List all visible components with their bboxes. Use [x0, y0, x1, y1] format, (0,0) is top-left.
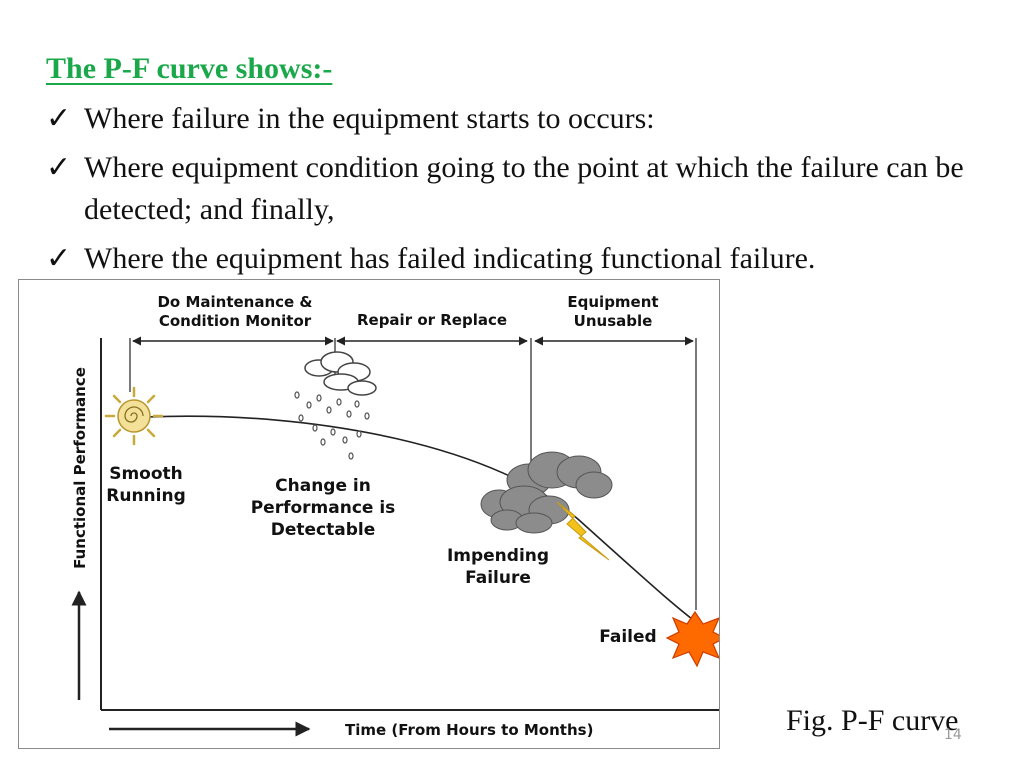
phase-label: Unusable [574, 312, 653, 330]
lightning-icon [556, 501, 610, 561]
rain-cloud-icon [294, 351, 377, 460]
sun-icon [104, 386, 164, 446]
phase-label: Equipment [567, 293, 658, 311]
storm-cloud-icon [480, 451, 613, 561]
bullet-text: Where the equipment has failed indicatin… [84, 242, 816, 275]
check-icon: ✓ [46, 242, 72, 275]
stage-label: Performance is [251, 498, 396, 518]
figure-caption: Fig. P-F curve [786, 704, 959, 737]
pf-curve-line [146, 415, 710, 633]
phase-label: Do Maintenance & [157, 293, 312, 311]
explosion-icon [665, 610, 719, 668]
bullet-item: ✓ Where the equipment has failed indicat… [46, 238, 1006, 280]
stage-label: Smooth [109, 464, 183, 484]
check-icon: ✓ [46, 102, 72, 135]
bullet-item: ✓ Where equipment condition going to the… [46, 147, 1006, 231]
stage-label: Change in [275, 476, 371, 496]
bullet-text: Where failure in the equipment starts to… [84, 102, 655, 135]
page-number: 14 [944, 727, 962, 743]
stage-label: Running [106, 486, 186, 506]
phase-label: Condition Monitor [159, 312, 312, 330]
bullet-item: ✓ Where failure in the equipment starts … [46, 98, 1006, 140]
stage-label: Detectable [271, 520, 376, 540]
slide-title: The P-F curve shows:- [46, 52, 333, 85]
bullet-text: Where equipment condition going to the p… [84, 151, 964, 226]
phase-label: Repair or Replace [357, 311, 507, 329]
check-icon: ✓ [46, 151, 72, 184]
stage-label: Failed [599, 627, 656, 647]
stage-label: Failure [465, 568, 531, 588]
y-axis-label: Functional Performance [71, 367, 89, 569]
pf-curve-diagram: Do Maintenance & Condition Monitor Repai… [71, 293, 719, 739]
pf-curve-figure: Do Maintenance & Condition Monitor Repai… [18, 279, 720, 749]
x-axis-label: Time (From Hours to Months) [345, 721, 593, 739]
stage-label: Impending [447, 546, 549, 566]
